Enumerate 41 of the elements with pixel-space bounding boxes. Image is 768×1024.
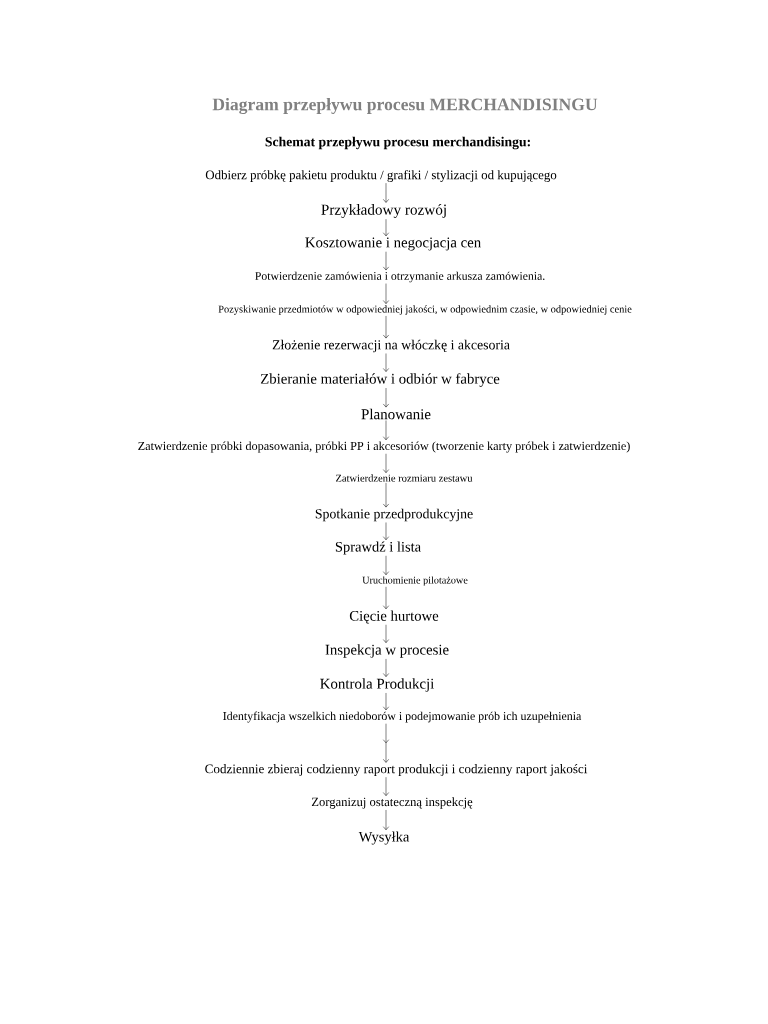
process-step: Zatwierdzenie próbki dopasowania, próbki PP i akcesoriów (tworzenie karty próbek i zatwierdzenie) <box>138 441 630 453</box>
process-step: Inspekcja w procesie <box>325 644 449 658</box>
arrow <box>383 624 389 643</box>
process-step: Identyfikacja wszelkich niedoborów i podejmowanie prób ich uzupełnienia <box>223 711 582 723</box>
arrow <box>383 692 389 711</box>
arrow <box>383 353 389 372</box>
process-step: Odbierz próbkę pakietu produktu / grafiki / stylizacji od kupującego <box>205 170 557 182</box>
process-step: Wysyłka <box>358 831 410 845</box>
arrow <box>383 182 389 203</box>
arrow <box>383 420 389 441</box>
subtitle: Schemat przepływu procesu merchandisingu: <box>265 136 530 150</box>
arrow <box>383 251 389 271</box>
process-step: Codziennie zbieraj codzienny raport produkcji i codzienny raport jakości <box>205 764 588 776</box>
arrow <box>383 453 389 473</box>
process-step: Potwierdzenie zamówienia i otrzymanie arkusza zamówienia. <box>255 271 545 283</box>
arrow <box>383 809 389 831</box>
arrow <box>383 586 389 610</box>
process-step: Złożenie rezerwacji na włóczkę i akcesoria <box>272 339 510 353</box>
arrow <box>383 723 389 763</box>
arrow <box>383 387 389 408</box>
process-step: Zorganizuj ostateczną inspekcję <box>311 797 473 809</box>
arrow <box>383 218 389 237</box>
process-step: Uruchomienie pilotażowe <box>362 576 468 586</box>
arrow <box>383 482 389 508</box>
process-step: Kosztowanie i negocjacja cen <box>305 237 481 251</box>
process-step: Przykładowy rozwój <box>321 204 446 218</box>
process-step: Zbieranie materiałów i odbiór w fabryce <box>260 373 500 387</box>
arrow <box>383 522 389 541</box>
process-step: Zatwierdzenie rozmiaru zestawu <box>336 474 473 482</box>
arrow <box>383 315 389 339</box>
arrow <box>383 658 389 677</box>
diagram-title: Diagram przepływu procesu MERCHANDISINGU <box>212 97 598 115</box>
process-step: Cięcie hurtowe <box>349 610 439 624</box>
process-step: Spotkanie przedprodukcyjne <box>315 508 473 522</box>
process-step: Kontrola Produkcji <box>320 678 435 692</box>
process-step: Pozyskiwanie przedmiotów w odpowiedniej jakości, w odpowiednim czasie, w odpowiedniej cenie <box>218 305 632 315</box>
arrow <box>383 776 389 796</box>
arrow <box>383 555 389 576</box>
process-step: Sprawdź i lista <box>335 541 421 555</box>
arrow <box>383 283 389 304</box>
process-step: Planowanie <box>361 408 431 420</box>
